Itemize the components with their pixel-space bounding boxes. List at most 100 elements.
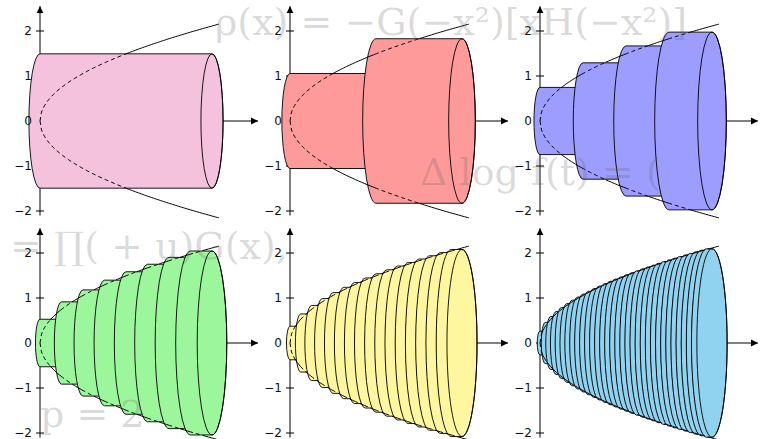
parabola-curve — [647, 418, 650, 419]
parabola-curve — [582, 62, 606, 74]
watermark-formula: Δ log f(t) = ( — [420, 150, 661, 194]
watermark-formula: ρ(x) = −G(−x²)[xH(−x²)] — [215, 0, 687, 44]
parabola-curve — [668, 425, 672, 426]
parabola-curve — [82, 290, 94, 296]
parabola-curve — [189, 431, 202, 435]
parabola-curve — [695, 252, 699, 253]
parabola-curve — [629, 273, 630, 275]
y-tick — [536, 253, 544, 254]
parabola-curve — [710, 437, 719, 439]
axis-tick-label: 1 — [10, 69, 32, 83]
parabola-curve — [619, 407, 620, 409]
parabola-curve — [344, 396, 350, 399]
parabola-curve — [561, 74, 582, 88]
parabola-curve — [695, 433, 699, 434]
axis-tick-label: 1 — [260, 69, 282, 83]
parabola-curve — [650, 266, 651, 268]
parabola-curve — [550, 366, 553, 369]
parabola-curve — [594, 288, 597, 289]
parabola-curve — [94, 285, 104, 290]
parabola-curve — [382, 413, 385, 414]
y-tick — [36, 298, 44, 299]
parabola-curve — [541, 328, 544, 334]
parabola-curve — [604, 284, 607, 285]
parabola-curve — [656, 421, 657, 422]
parabola-curve — [354, 282, 360, 285]
axis-tick-label: −2 — [260, 426, 282, 439]
parabola-curve — [577, 387, 580, 389]
parabola-curve — [350, 285, 354, 287]
parabola-curve — [606, 54, 625, 62]
parabola-curve — [50, 310, 60, 320]
parabola-curve — [547, 363, 550, 367]
parabola-curve — [609, 281, 613, 283]
watermark-formula: p = 2 — [40, 392, 145, 436]
disk-cylinder — [691, 249, 727, 438]
y-tick — [286, 298, 294, 299]
parabola-curve — [436, 430, 439, 432]
axis-tick-label: 2 — [10, 24, 32, 38]
parabola-curve — [290, 73, 333, 121]
axis-tick-label: 1 — [10, 291, 32, 305]
parabola-curve — [623, 276, 624, 278]
y-tick — [536, 388, 544, 389]
axis-tick-label: 2 — [510, 246, 532, 260]
y-tick — [286, 211, 294, 212]
parabola-curve — [640, 270, 641, 272]
parabola-curve — [553, 370, 554, 371]
axis-tick-label: 1 — [510, 69, 532, 83]
parabola-curve — [613, 280, 614, 282]
y-tick — [36, 388, 44, 389]
parabola-curve — [571, 384, 574, 386]
parabola-curve — [591, 395, 594, 396]
parabola-curve — [40, 121, 126, 188]
y-tick — [36, 31, 44, 32]
axis-tick-label: −1 — [10, 381, 32, 395]
parabola-curve — [321, 384, 327, 388]
disk-cylinder — [436, 249, 477, 436]
parabola-curve — [603, 400, 604, 402]
parabola-curve — [685, 253, 694, 256]
parabola-curve — [649, 197, 668, 203]
parabola-curve — [393, 416, 397, 418]
cylinder-end — [447, 249, 477, 436]
parabola-curve — [564, 305, 567, 307]
parabola-curve — [420, 203, 469, 217]
parabola-curve — [294, 358, 300, 366]
parabola-curve — [344, 287, 350, 290]
parabola-curve — [586, 292, 587, 294]
axis-tick-label: −2 — [10, 426, 32, 439]
axis-tick-label: −1 — [260, 159, 282, 173]
axis-tick-label: 1 — [260, 291, 282, 305]
parabola-curve — [683, 429, 684, 430]
parabola-curve — [540, 343, 541, 352]
parabola-curve — [311, 376, 317, 380]
parabola-curve — [365, 278, 371, 280]
parabola-curve — [408, 422, 414, 424]
parabola-curve — [300, 314, 306, 320]
parabola-curve — [553, 315, 554, 316]
parabola-curve — [623, 409, 624, 411]
panel-6 — [536, 228, 758, 439]
parabola-curve — [147, 418, 159, 422]
parabola-curve — [550, 316, 553, 319]
axis-tick-label: 1 — [510, 291, 532, 305]
parabola-curve — [673, 426, 674, 427]
parabola-curve — [382, 272, 385, 273]
parabola-curve — [290, 328, 294, 343]
parabola-curve — [574, 385, 577, 387]
parabola-curve — [385, 270, 392, 273]
parabola-curve — [652, 265, 656, 267]
parabola-curve — [333, 169, 375, 188]
parabola-curve — [451, 249, 457, 251]
parabola-curve — [73, 384, 82, 389]
parabola-curve — [625, 410, 629, 412]
parabola-curve — [667, 424, 668, 425]
parabola-curve — [439, 431, 446, 433]
parabola-curve — [561, 308, 564, 310]
parabola-curve — [397, 418, 403, 420]
parabola-curve — [375, 273, 382, 276]
parabola-curve — [598, 286, 602, 288]
parabola-curve — [439, 252, 446, 254]
parabola-curve — [598, 398, 602, 400]
